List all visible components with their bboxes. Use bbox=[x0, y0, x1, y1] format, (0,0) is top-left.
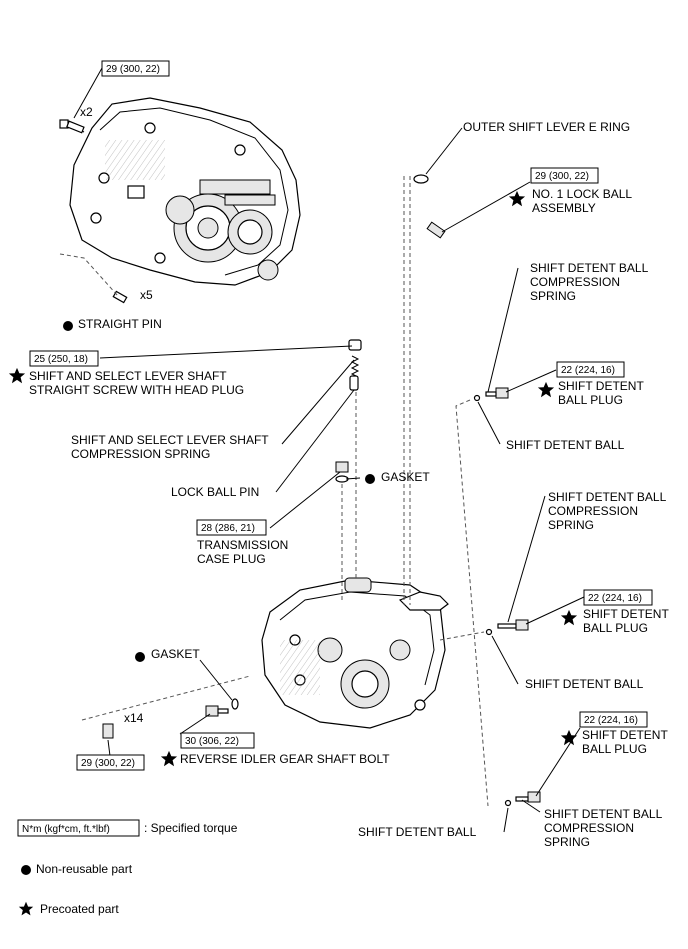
label-spring-b-3: SPRING bbox=[548, 518, 594, 532]
precoated-star bbox=[560, 729, 578, 746]
torque-idler-bolt: 30 (306, 22) bbox=[185, 736, 239, 747]
label-plug-c-2: BALL PLUG bbox=[582, 742, 647, 756]
label-screw-plug-2: STRAIGHT SCREW WITH HEAD PLUG bbox=[29, 383, 244, 397]
label-spring-b-2: COMPRESSION bbox=[548, 504, 638, 518]
label-spring-c-3: SPRING bbox=[544, 835, 590, 849]
torque-plug-b: 22 (224, 16) bbox=[588, 593, 642, 604]
label-spring-b-1: SHIFT DETENT BALL bbox=[548, 490, 667, 504]
label-spring-c-1: SHIFT DETENT BALL bbox=[544, 807, 663, 821]
torque-lock-ball: 29 (300, 22) bbox=[535, 171, 589, 182]
label-outer-e-ring: OUTER SHIFT LEVER E RING bbox=[463, 120, 630, 134]
precoated-star bbox=[508, 190, 526, 207]
label-lock-ball-2: ASSEMBLY bbox=[532, 201, 596, 215]
gasket-left-part bbox=[231, 698, 239, 710]
label-case-plug-2: CASE PLUG bbox=[197, 552, 266, 566]
lock-ball-assembly bbox=[426, 221, 446, 239]
e-ring bbox=[413, 174, 429, 184]
detent-plug-c bbox=[515, 791, 541, 803]
qty-case-bolts: x14 bbox=[124, 711, 144, 725]
qty-pin: x5 bbox=[140, 288, 153, 302]
label-ball-c: SHIFT DETENT BALL bbox=[358, 825, 477, 839]
precoated-star bbox=[160, 750, 178, 767]
label-spring-a-2: COMPRESSION bbox=[530, 275, 620, 289]
label-case-plug-1: TRANSMISSION bbox=[197, 538, 288, 552]
non-reusable-dot bbox=[135, 652, 145, 662]
label-screw-plug-1: SHIFT AND SELECT LEVER SHAFT bbox=[29, 369, 227, 383]
label-gasket-top: GASKET bbox=[381, 470, 430, 484]
pin-guide-line bbox=[59, 253, 119, 297]
label-lock-ball-1: NO. 1 LOCK BALL bbox=[532, 187, 632, 201]
transaxle-housing-upper bbox=[69, 97, 301, 286]
label-lock-ball-pin: LOCK BALL PIN bbox=[171, 485, 259, 499]
precoated-star bbox=[560, 609, 578, 626]
legend-star-icon bbox=[18, 901, 34, 916]
legend: N*m (kgf*cm, ft.*lbf) : Specified torque… bbox=[17, 819, 238, 916]
leader-lines bbox=[73, 67, 585, 833]
torque-plug-a: 22 (224, 16) bbox=[561, 365, 615, 376]
label-plug-a-1: SHIFT DETENT bbox=[558, 379, 644, 393]
legend-non-reusable: Non-reusable part bbox=[36, 862, 133, 876]
torque-screw-plug: 25 (250, 18) bbox=[34, 354, 88, 365]
idler-bolt-part bbox=[205, 705, 229, 717]
label-comp-spring-2: COMPRESSION SPRING bbox=[71, 447, 210, 461]
label-comp-spring-1: SHIFT AND SELECT LEVER SHAFT bbox=[71, 433, 269, 447]
label-straight-pin: STRAIGHT PIN bbox=[78, 317, 162, 331]
detent-plug-a bbox=[485, 387, 509, 399]
legend-precoated: Precoated part bbox=[40, 902, 119, 916]
torque-case-plug: 28 (286, 21) bbox=[201, 523, 255, 534]
label-idler-bolt: REVERSE IDLER GEAR SHAFT BOLT bbox=[180, 752, 390, 766]
non-reusable-dot bbox=[63, 321, 73, 331]
case-bolt-part bbox=[102, 723, 114, 739]
label-plug-a-2: BALL PLUG bbox=[558, 393, 623, 407]
detent-ball-a bbox=[473, 394, 481, 402]
detent-ball-b bbox=[485, 628, 493, 636]
label-spring-a-1: SHIFT DETENT BALL bbox=[530, 261, 649, 275]
legend-torque-unit: N*m (kgf*cm, ft.*lbf) bbox=[22, 824, 110, 835]
legend-torque-desc: : Specified torque bbox=[144, 821, 238, 835]
precoated-star bbox=[537, 381, 555, 398]
label-gasket-left: GASKET bbox=[151, 647, 200, 661]
transmission-case-lower bbox=[261, 577, 449, 729]
label-plug-b-1: SHIFT DETENT bbox=[583, 607, 669, 621]
label-ball-a: SHIFT DETENT BALL bbox=[506, 438, 625, 452]
precoated-star bbox=[8, 367, 26, 384]
label-spring-a-3: SPRING bbox=[530, 289, 576, 303]
comp-spring bbox=[350, 355, 360, 378]
label-plug-c-1: SHIFT DETENT bbox=[582, 728, 668, 742]
label-plug-b-2: BALL PLUG bbox=[583, 621, 648, 635]
case-plug-part bbox=[335, 461, 349, 473]
lock-ball-pin-part bbox=[349, 375, 359, 391]
torque-plug-c: 22 (224, 16) bbox=[584, 715, 638, 726]
non-reusable-dot bbox=[365, 474, 375, 484]
screw-plug bbox=[348, 339, 362, 351]
torque-top-bolt: 29 (300, 22) bbox=[106, 64, 160, 75]
assembly-guides bbox=[81, 176, 489, 807]
top-bolt bbox=[59, 119, 85, 134]
label-ball-b: SHIFT DETENT BALL bbox=[525, 677, 644, 691]
torque-case-bolts: 29 (300, 22) bbox=[81, 758, 135, 769]
qty-top-bolt: x2 bbox=[80, 105, 93, 119]
detent-ball-c bbox=[504, 799, 512, 807]
label-spring-c-2: COMPRESSION bbox=[544, 821, 634, 835]
detent-plug-b bbox=[497, 619, 529, 631]
legend-dot-icon bbox=[21, 865, 31, 875]
